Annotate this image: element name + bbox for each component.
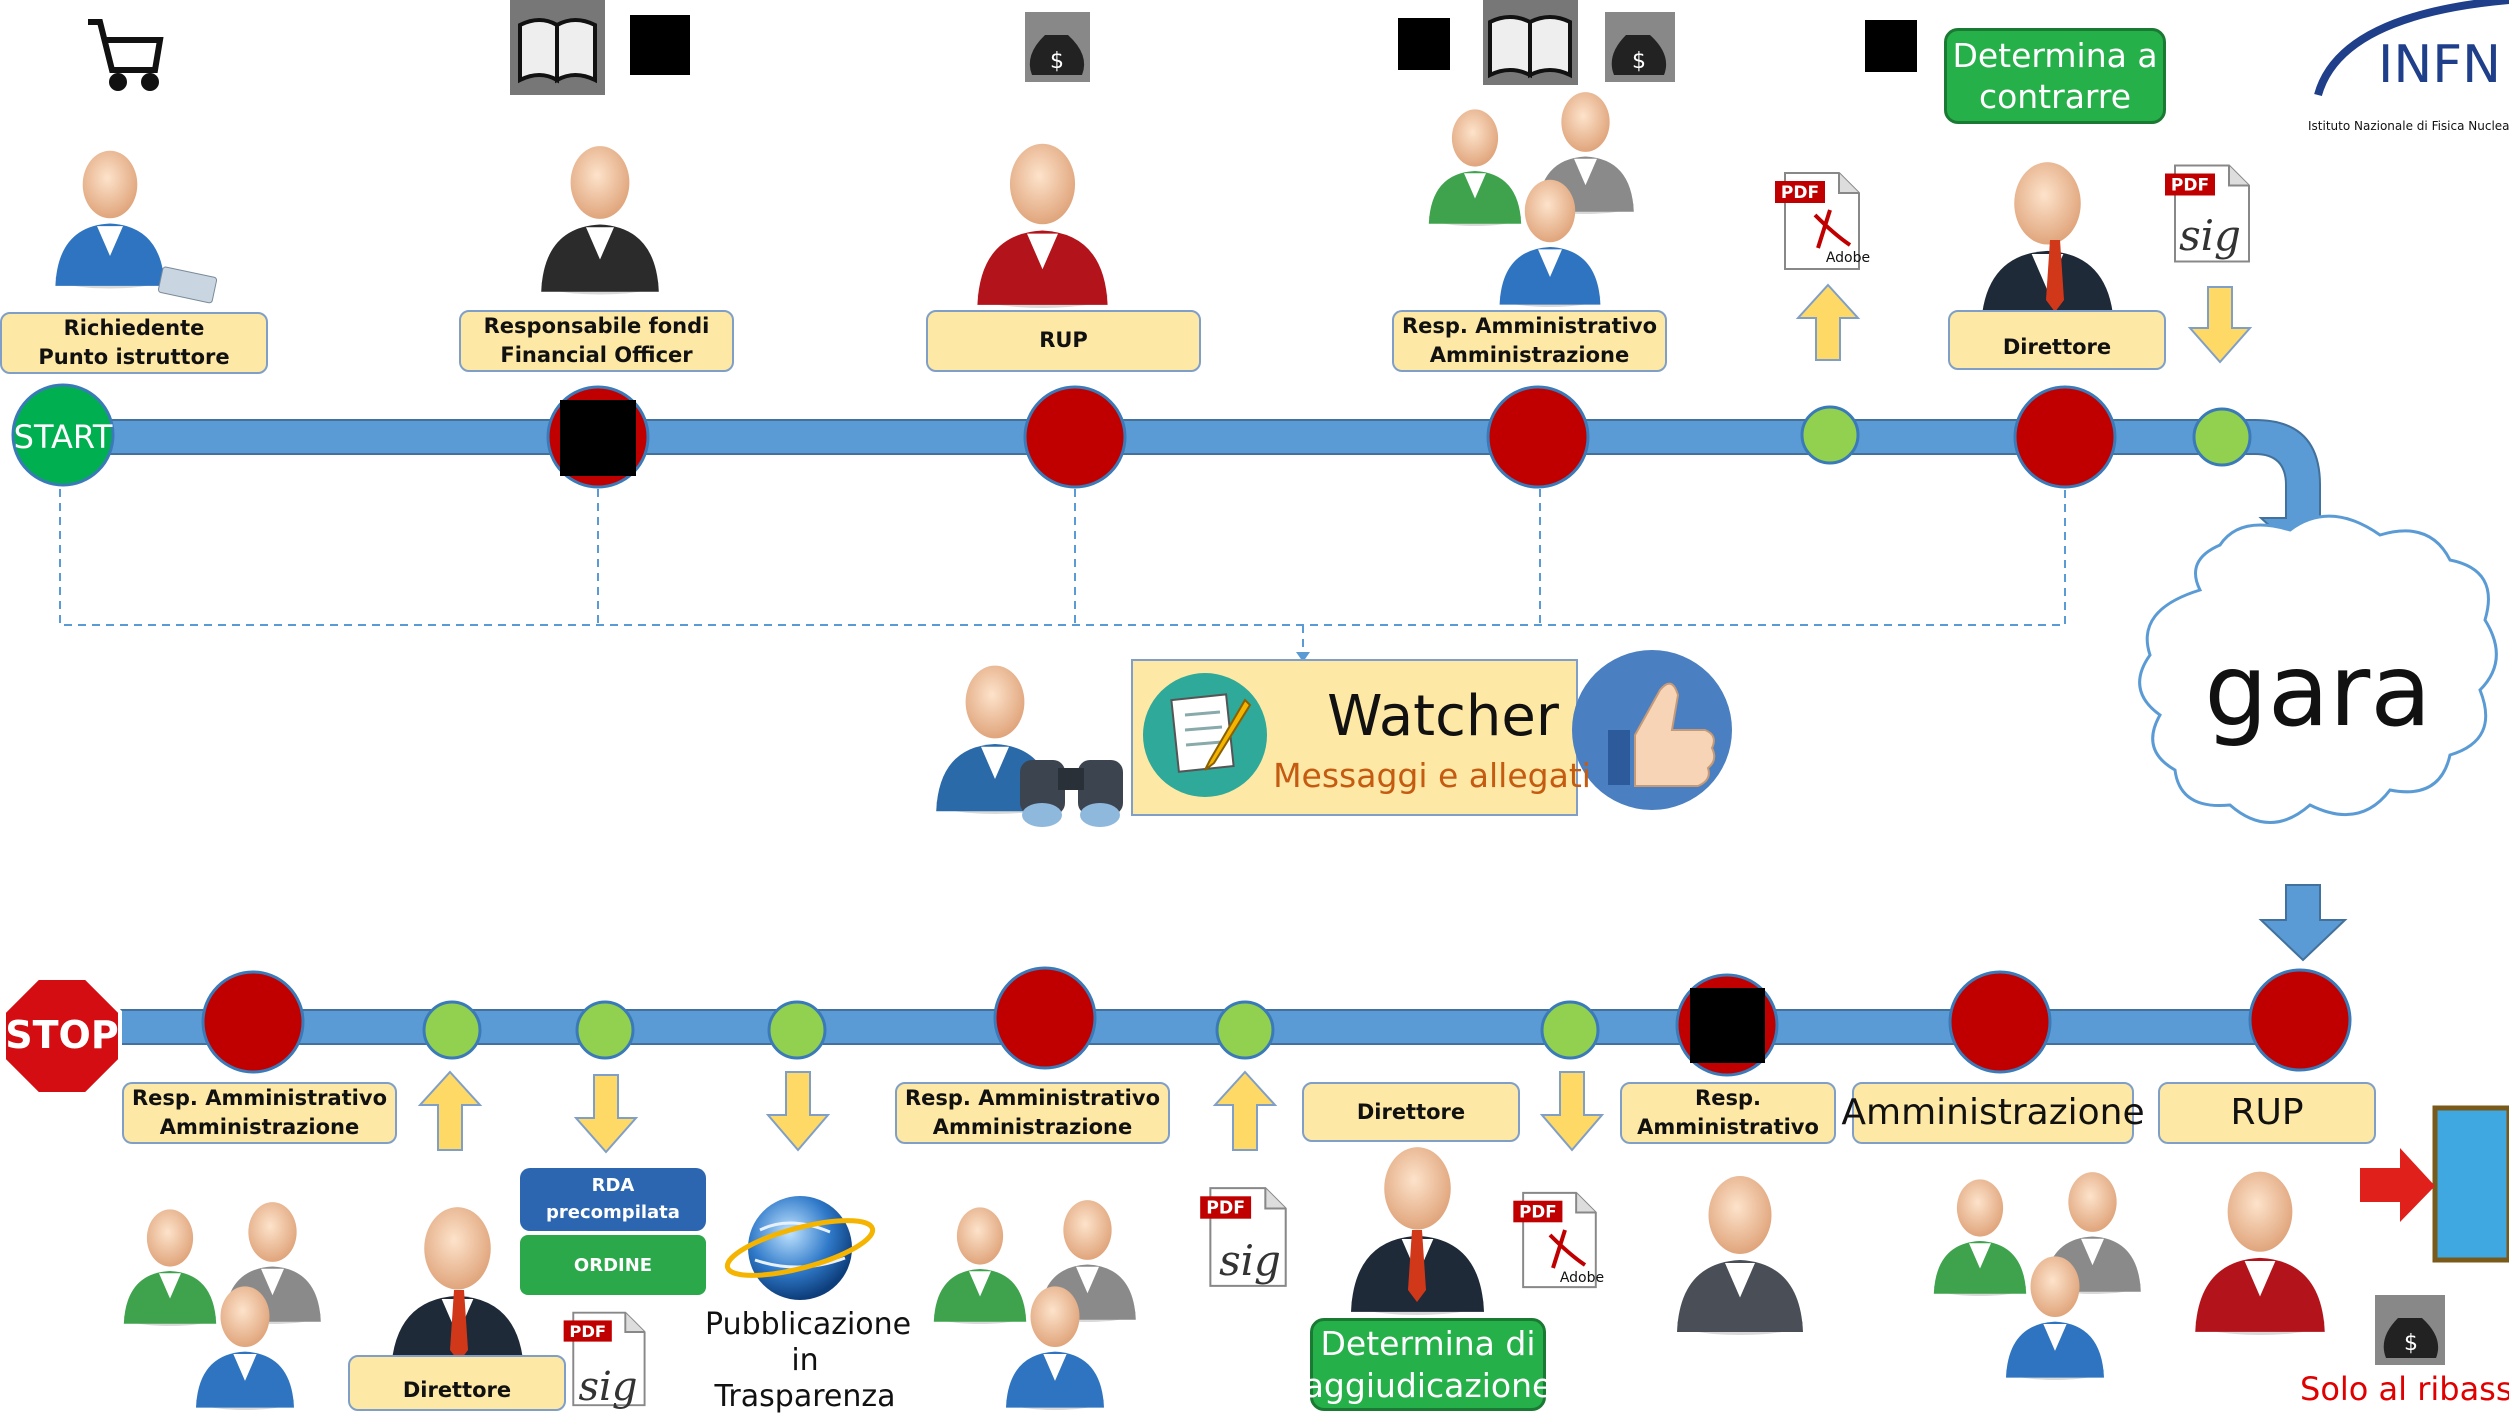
node-rup[interactable] xyxy=(1023,385,1127,489)
start-label: START xyxy=(14,418,113,456)
globe-icon xyxy=(724,1196,876,1300)
node-upload-1[interactable] xyxy=(422,1000,482,1060)
pdf-adobe-icon: Adobe xyxy=(1775,172,1870,270)
watcher-connectors xyxy=(59,475,2066,626)
top-timeline xyxy=(59,419,2251,455)
label-resp-amm-3: Resp. Amministrativo xyxy=(1620,1082,1836,1144)
svg-text:sig: sig xyxy=(1219,1236,1281,1285)
node-download-3[interactable] xyxy=(1540,1000,1600,1060)
label-resp-amm-1: Resp. Amministrativo Amministrazione xyxy=(122,1082,397,1144)
tie-icon xyxy=(1408,1230,1426,1302)
redaction-block xyxy=(560,400,636,476)
label-rup-bottom: RUP xyxy=(2158,1082,2376,1144)
rda-precompilata-button[interactable]: RDA precompilata xyxy=(520,1168,706,1231)
person-direttore-icon xyxy=(1981,162,2114,330)
redaction-block xyxy=(630,15,690,75)
svg-text:Adobe: Adobe xyxy=(1826,250,1870,266)
stop-sign[interactable] xyxy=(2,976,122,1096)
up-arrow-icon xyxy=(1212,1070,1278,1151)
tablet-icon xyxy=(157,266,218,304)
node-download-2[interactable] xyxy=(767,1000,827,1060)
watcher-subtitle: Messaggi e allegati xyxy=(1273,756,1591,795)
svg-text:Adobe: Adobe xyxy=(1560,1270,1604,1286)
node-rup-bottom[interactable] xyxy=(2248,968,2352,1072)
tie-icon xyxy=(450,1290,468,1362)
node-pdf-upload[interactable] xyxy=(1800,405,1860,465)
label-richiedente: Richiedente Punto istruttore xyxy=(0,312,268,374)
person-responsabile-icon xyxy=(541,146,659,295)
redaction-block xyxy=(1398,18,1450,70)
tie-icon xyxy=(2046,240,2064,312)
person-resp-amm-icon xyxy=(1677,1176,1803,1335)
svg-text:sig: sig xyxy=(579,1364,638,1410)
node-resp-amm-2[interactable] xyxy=(993,966,1097,1070)
determina-aggiudicazione-button[interactable]: Determina di aggiudicazione xyxy=(1304,1318,1552,1411)
label-direttore: Direttore xyxy=(1948,310,2166,370)
binoculars-icon xyxy=(1020,760,1123,827)
watcher-title: Watcher xyxy=(1327,684,1560,749)
label-responsabile: Responsabile fondi Financial Officer xyxy=(459,310,734,372)
label-resp-amm: Resp. Amministrativo Amministrazione xyxy=(1392,310,1667,372)
group-people-icon xyxy=(933,1200,1136,1410)
svg-text:INFN: INFN xyxy=(2378,35,2501,95)
down-arrow-icon xyxy=(2187,286,2253,364)
person-rup-icon xyxy=(2195,1171,2325,1335)
svg-text:$: $ xyxy=(1632,49,1646,74)
gara-label: gara xyxy=(2204,632,2431,749)
determina-contrarre-button[interactable]: Determina a contrarre xyxy=(1944,28,2166,124)
money-bag-icon: $ xyxy=(1605,12,1675,82)
label-rup: RUP xyxy=(926,310,1201,372)
person-rup-icon xyxy=(977,143,1108,308)
node-start[interactable] xyxy=(11,383,115,487)
watcher-arrow-head xyxy=(1296,652,1310,662)
pdf-sig-icon: sig xyxy=(562,1311,646,1410)
infn-logo: INFN Istituto Nazionale di Fisica Nuclea… xyxy=(2308,0,2509,133)
pdf-sig-icon: sig xyxy=(1200,1187,1287,1287)
down-arrow-icon xyxy=(1539,1071,1605,1152)
gara-down-arrow xyxy=(2258,884,2348,962)
book-icon xyxy=(1483,0,1578,85)
stop-label: STOP xyxy=(5,1013,118,1057)
exit-door-icon[interactable] xyxy=(2360,1105,2509,1263)
up-arrow-icon xyxy=(1795,283,1861,361)
person-richiedente-icon xyxy=(55,150,165,289)
svg-text:$: $ xyxy=(1050,49,1064,74)
down-arrow-icon xyxy=(573,1074,639,1154)
redaction-block xyxy=(1865,20,1917,72)
pdf-sig-icon: sig xyxy=(2165,164,2251,263)
money-bag-icon: $ xyxy=(1025,12,1090,82)
pdf-adobe-icon: Adobe xyxy=(1512,1191,1604,1289)
down-arrow-icon xyxy=(765,1071,831,1152)
node-amministrazione[interactable] xyxy=(1948,970,2052,1074)
node-resp-amm[interactable] xyxy=(1486,385,1590,489)
label-direttore-2: Direttore xyxy=(1302,1082,1520,1142)
group-people-icon xyxy=(1428,92,1634,307)
node-resp-amm-1[interactable] xyxy=(201,970,305,1074)
svg-text:$: $ xyxy=(2404,1331,2418,1356)
gara-cloud xyxy=(2138,514,2498,824)
node-direttore[interactable] xyxy=(2013,385,2117,489)
label-direttore-1: Direttore xyxy=(348,1355,566,1411)
money-bag-icon: $ xyxy=(2375,1295,2445,1365)
svg-text:Istituto Nazionale di Fisica N: Istituto Nazionale di Fisica Nucleare xyxy=(2308,119,2509,133)
svg-text:sig: sig xyxy=(2179,211,2241,260)
ordine-button[interactable]: ORDINE xyxy=(520,1235,706,1295)
pubblicazione-trasparenza: Pubblicazione in Trasparenza xyxy=(705,1307,912,1414)
label-resp-amm-2: Resp. Amministrativo Amministrazione xyxy=(895,1082,1170,1144)
group-people-icon xyxy=(123,1202,321,1410)
group-people-icon xyxy=(1933,1172,2141,1380)
solo-ribasso: Solo al ribasso xyxy=(2300,1370,2509,1408)
cart-icon xyxy=(88,19,164,91)
node-upload-2[interactable] xyxy=(1215,1000,1275,1060)
label-amministrazione: Amministrazione xyxy=(1841,1082,2145,1144)
up-arrow-icon xyxy=(417,1070,483,1151)
redaction-block xyxy=(1690,988,1765,1063)
node-sig-download[interactable] xyxy=(2192,407,2252,467)
node-download-1[interactable] xyxy=(575,1000,635,1060)
book-icon xyxy=(510,0,605,95)
